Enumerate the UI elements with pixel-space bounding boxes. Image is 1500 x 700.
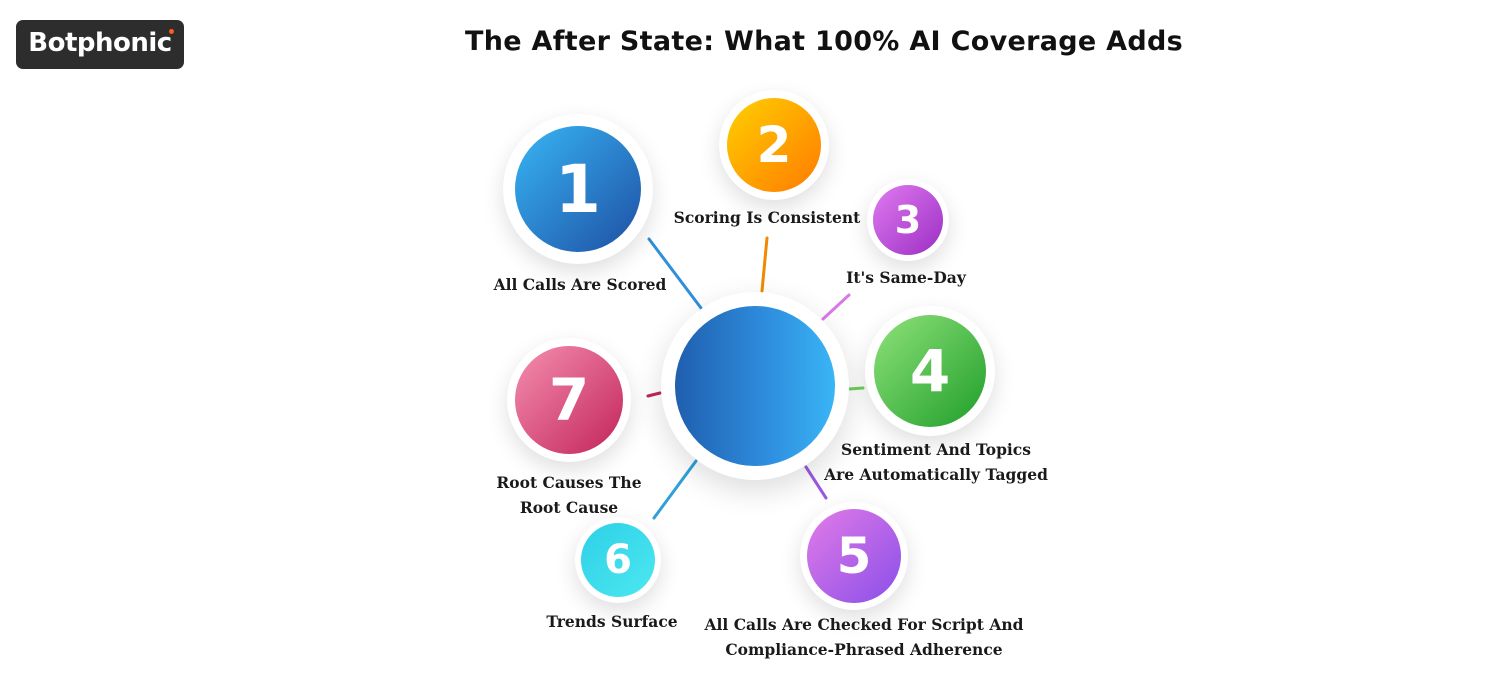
connector-7 xyxy=(646,391,662,398)
step-2-number: 2 xyxy=(756,116,792,174)
step-4-number-disc: 4 xyxy=(874,315,986,427)
step-3-number: 3 xyxy=(894,198,922,242)
connector-5 xyxy=(804,465,828,500)
step-6-number: 6 xyxy=(604,537,632,583)
step-5-label: All Calls Are Checked For Script And Com… xyxy=(704,612,1024,662)
step-1-number: 1 xyxy=(555,150,601,228)
connector-3 xyxy=(821,293,851,321)
step-6-number-disc: 6 xyxy=(581,523,655,597)
connector-6 xyxy=(652,459,698,520)
step-2-label-line: Scoring Is Consistent xyxy=(673,208,861,227)
step-5-number: 5 xyxy=(836,527,872,585)
connector-1 xyxy=(647,237,703,310)
step-4-label-line-2: Are Automatically Tagged xyxy=(824,465,1048,484)
center-hub-core xyxy=(675,306,835,466)
step-4-number: 4 xyxy=(909,337,951,405)
step-5-number-disc: 5 xyxy=(807,509,901,603)
step-7-circle: 7 xyxy=(507,338,631,462)
logo-accent-dot xyxy=(169,29,174,34)
step-1-circle: 1 xyxy=(503,114,653,264)
step-2-circle: 2 xyxy=(719,90,829,200)
step-5-label-line-2: Compliance-Phrased Adherence xyxy=(725,640,1003,659)
step-2-label: Scoring Is Consistent xyxy=(667,205,867,230)
connector-4 xyxy=(847,386,865,391)
step-5-label-line-1: All Calls Are Checked For Script And xyxy=(704,615,1024,634)
step-3-label: It's Same-Day xyxy=(806,265,1006,290)
step-7-number-disc: 7 xyxy=(515,346,623,454)
center-hub xyxy=(661,292,849,480)
step-6-label: Trends Surface xyxy=(512,609,712,634)
step-7-label-line-1: Root Causes The xyxy=(496,473,642,492)
page-title: The After State: What 100% AI Coverage A… xyxy=(465,26,1183,57)
step-4-circle: 4 xyxy=(865,306,995,436)
step-4-label-line-1: Sentiment And Topics xyxy=(841,440,1031,459)
step-1-label: All Calls Are Scored xyxy=(480,272,680,297)
connector-2 xyxy=(760,236,769,293)
step-1-number-disc: 1 xyxy=(515,126,641,252)
step-7-label-line-2: Root Cause xyxy=(519,498,619,517)
step-7-number: 7 xyxy=(548,366,590,434)
botphonic-logo: Botphonic xyxy=(16,20,184,69)
step-3-number-disc: 3 xyxy=(873,185,943,255)
step-6-circle: 6 xyxy=(575,517,661,603)
step-3-label-line: It's Same-Day xyxy=(846,268,966,287)
logo-text: Botphonic xyxy=(28,28,172,58)
step-6-label-line: Trends Surface xyxy=(546,612,678,631)
step-2-number-disc: 2 xyxy=(727,98,821,192)
step-1-label-line: All Calls Are Scored xyxy=(493,275,667,294)
step-3-circle: 3 xyxy=(867,179,949,261)
step-4-label: Sentiment And Topics Are Automatically T… xyxy=(816,437,1056,487)
step-5-circle: 5 xyxy=(800,502,908,610)
step-7-label: Root Causes The Root Cause xyxy=(469,470,669,520)
